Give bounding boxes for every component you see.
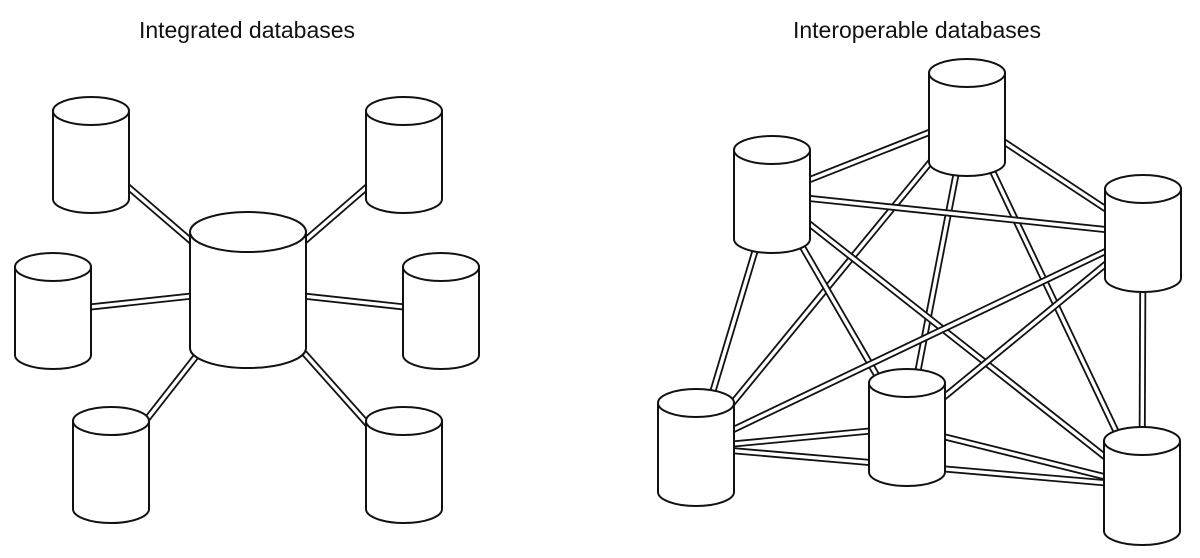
interoperable-link-9 (769, 191, 1145, 489)
interoperable-link-10 (694, 230, 1145, 451)
spoke-database-icon-5 (72, 406, 150, 524)
interoperable-databases-panel: Interoperable databases (657, 17, 1182, 546)
interoperable-link-3 (693, 115, 970, 450)
spoke-database-icon-3 (14, 252, 92, 370)
mesh-database-icon-3 (1104, 174, 1182, 293)
interoperable-link-11 (904, 230, 1146, 431)
interoperable-link-15 (906, 424, 1143, 490)
interoperable-databases-title: Interoperable databases (793, 17, 1041, 43)
integrated-databases-panel: Integrated databases (14, 17, 480, 524)
mesh-database-icon-5 (868, 368, 946, 487)
central-database-icon (189, 211, 307, 369)
interoperable-link-6 (771, 191, 1144, 237)
integrated-nodes (14, 96, 480, 524)
mesh-database-icon-1 (928, 58, 1006, 177)
mesh-database-icon-4 (657, 388, 735, 507)
mesh-database-icon-2 (733, 135, 811, 254)
spoke-database-icon-6 (365, 406, 443, 524)
integrated-databases-title: Integrated databases (139, 17, 355, 43)
spoke-database-icon-2 (365, 96, 443, 214)
spoke-database-icon-1 (52, 96, 130, 214)
spoke-database-icon-4 (402, 252, 480, 370)
interoperable-nodes (657, 58, 1182, 546)
mesh-database-icon-6 (1103, 426, 1181, 546)
